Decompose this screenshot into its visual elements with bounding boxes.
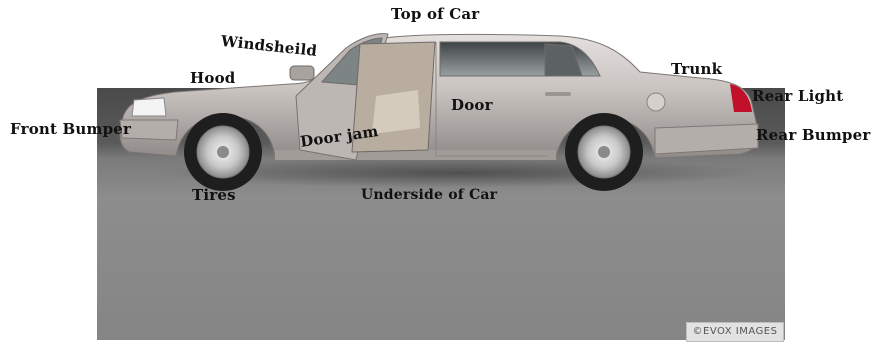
label-trunk: Trunk <box>671 60 722 78</box>
label-rear-light: Rear Light <box>752 87 843 105</box>
door-handle-shape <box>545 92 571 96</box>
label-underside-of-car: Underside of Car <box>361 187 497 203</box>
fuel-door <box>647 93 665 111</box>
label-door: Door <box>451 96 493 114</box>
label-tires: Tires <box>192 186 236 204</box>
label-front-bumper: Front Bumper <box>10 120 131 138</box>
front-hubcap <box>217 146 229 158</box>
label-hood: Hood <box>190 69 235 87</box>
label-rear-bumper: Rear Bumper <box>756 126 870 144</box>
seat <box>372 90 420 134</box>
rear-hubcap <box>598 146 610 158</box>
side-mirror <box>290 66 314 80</box>
headlight <box>132 98 166 116</box>
label-top-of-car: Top of Car <box>391 5 479 23</box>
evox-watermark: ©EVOX IMAGES <box>686 322 784 342</box>
